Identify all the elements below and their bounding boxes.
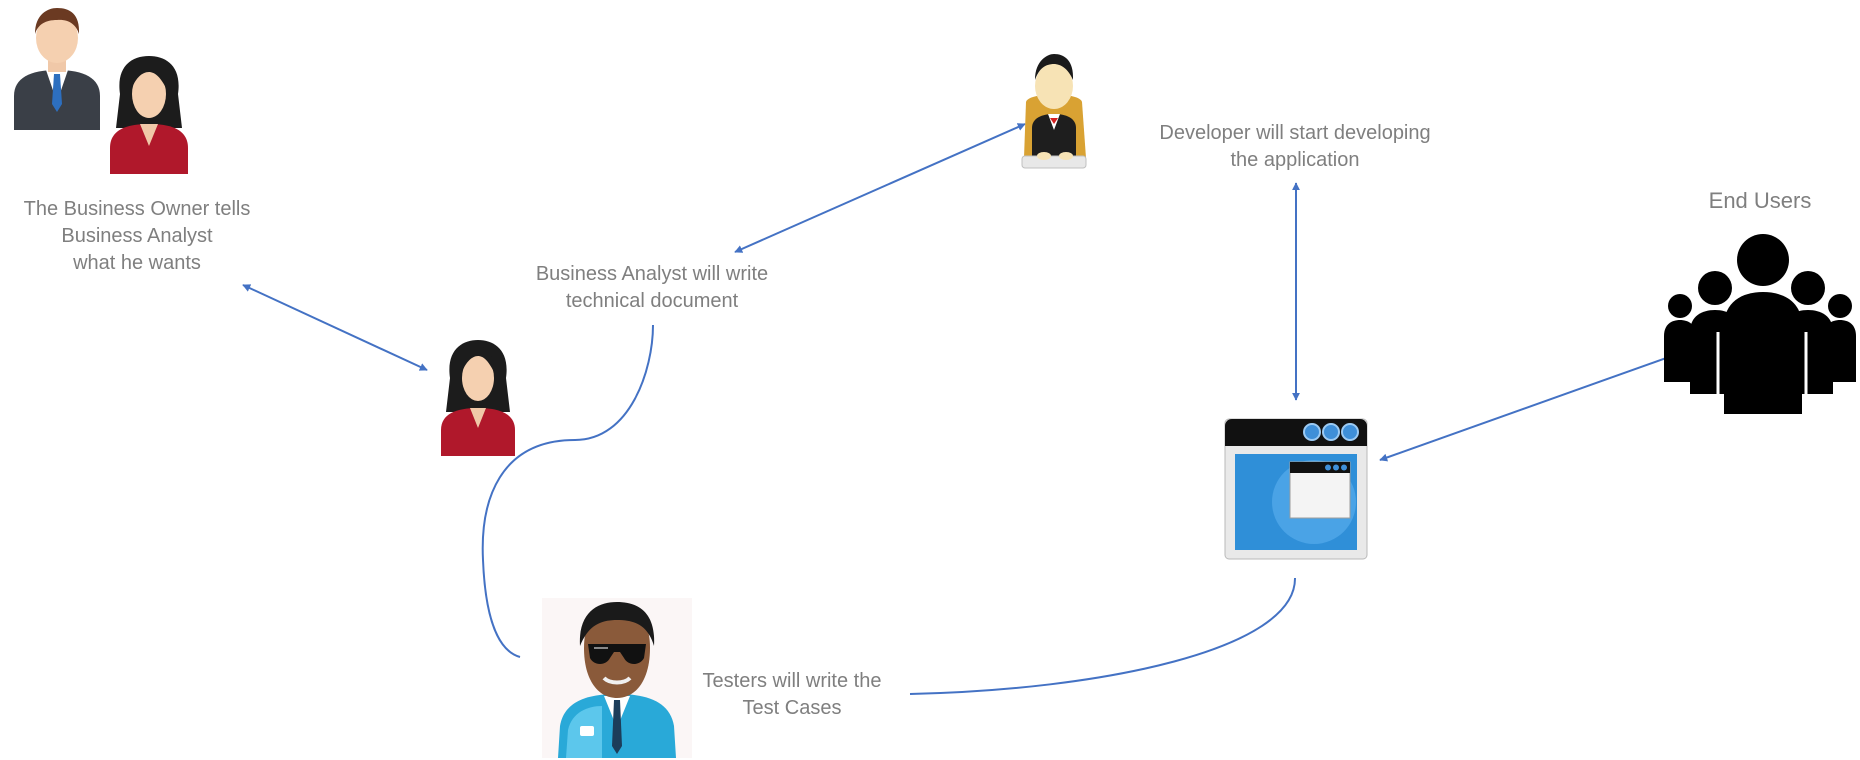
analyst-caption: Business Analyst will write technical do… [522, 261, 782, 315]
curve-analyst-tester [481, 324, 654, 658]
owner-caption: The Business Owner tells Business Analys… [17, 196, 257, 277]
businessman-icon [14, 8, 100, 130]
owner-caption-line-2: Business Analyst [61, 225, 213, 247]
developer-caption: Developer will start developing the appl… [1145, 120, 1445, 174]
developer-caption-line-1: Developer will start developing [1159, 122, 1431, 144]
curve-tester-application [909, 577, 1297, 695]
application-window-icon [1224, 418, 1368, 560]
owner-caption-line-3: what he wants [73, 252, 201, 274]
testers-caption-line-2: Test Cases [742, 697, 842, 719]
user-group-icon [1664, 234, 1856, 414]
testers-caption-line-1: Testers will write the [702, 670, 882, 692]
tester-with-sunglasses-icon [542, 598, 692, 758]
end-users-title: End Users [1708, 188, 1812, 213]
businesswoman-icon [110, 56, 188, 174]
arrow-analyst-developer [734, 123, 1026, 253]
analyst-caption-line-2: technical document [565, 290, 739, 312]
arrow-owner-analyst [242, 284, 428, 371]
developer-caption-line-2: the application [1230, 149, 1360, 171]
developer-at-keyboard-icon [1021, 54, 1087, 169]
testers-caption: Testers will write the Test Cases [672, 668, 912, 722]
analyst-caption-line-1: Business Analyst will write [535, 263, 769, 285]
business-analyst-icon [441, 340, 515, 456]
owner-caption-line-1: The Business Owner tells [23, 198, 251, 220]
